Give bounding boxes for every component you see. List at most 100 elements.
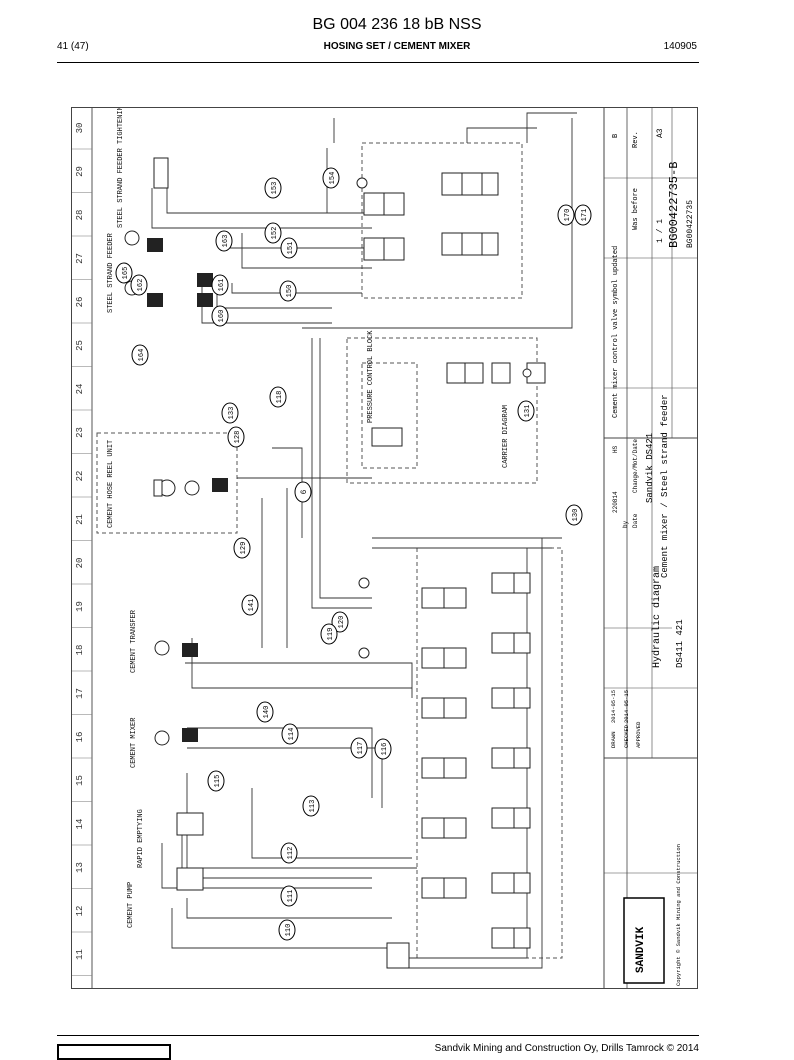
callout-number: 133 [228, 407, 236, 420]
callout-number: 119 [327, 628, 335, 641]
label-cement-transfer: CEMENT TRANSFER [130, 609, 138, 673]
callout-bubble [517, 400, 535, 422]
page-number: 41 (47) [57, 41, 89, 52]
grid-number: 13 [75, 862, 85, 873]
callout-number: 128 [234, 431, 242, 444]
callout-bubble [280, 237, 298, 259]
document-date: 140905 [663, 41, 697, 52]
grid-number: 17 [75, 688, 85, 699]
drawing-type: Hydraulic diagram [651, 566, 663, 668]
callout-number: 114 [288, 728, 296, 741]
checked-label: CHECKED [623, 724, 630, 748]
callout-bubble [557, 204, 575, 226]
callout-bubble [207, 770, 225, 792]
callout-bubble [264, 222, 282, 244]
drawn-date: 2014-05-15 [610, 690, 617, 723]
callout-number: 160 [218, 310, 226, 323]
doc-title: BG 004 236 18 bB NSS [312, 16, 482, 33]
footer-company: Sandvik Mining and Construction Oy, Dril… [434, 1043, 699, 1054]
drawing-description: Cement mixer / Steel strand feeder [660, 394, 670, 578]
callout-number: 163 [222, 235, 230, 248]
sheet-text: 1 / 1 [656, 219, 665, 243]
callout-number: 162 [137, 279, 145, 292]
callout-number: 116 [381, 743, 389, 756]
label-rapid-emptying: RAPID EMPTYING [137, 809, 145, 868]
grid-number: 16 [75, 732, 85, 743]
doc-number: BG00422735-B [667, 162, 681, 248]
grid-number: 19 [75, 601, 85, 612]
callout-bubble [221, 402, 239, 424]
callout-bubble [211, 274, 229, 296]
callout-bubble [130, 274, 148, 296]
callout-bubble [269, 386, 287, 408]
grid-number: 25 [75, 340, 85, 351]
was-before-text: Was before [632, 188, 640, 230]
callout-bubble [374, 738, 392, 760]
grid-number: 23 [75, 427, 85, 438]
callout-bubble [227, 426, 245, 448]
grid-number: 20 [75, 558, 85, 569]
callout-bubble [280, 885, 298, 907]
callout-bubble [131, 344, 149, 366]
callout-number: 154 [329, 172, 337, 185]
grid-number: 14 [75, 819, 85, 830]
drawn-label: DRAWN [610, 731, 617, 748]
callout-bubble [280, 842, 298, 864]
label-carrier-diagram: CARRIER DIAGRAM [502, 405, 510, 468]
rev-letter: B [612, 134, 620, 138]
section-title: HOSING SET / CEMENT MIXER [323, 41, 471, 52]
checked-date: 2014-05-15 [623, 690, 630, 723]
rev-number: BG00422735 [686, 200, 695, 248]
callout-bubble [350, 737, 368, 759]
grid-number: 29 [75, 166, 85, 177]
callout-number: 115 [214, 775, 222, 788]
callout-bubble [565, 504, 583, 526]
sandvik-footer-logo [57, 1044, 171, 1060]
grid-number: 27 [75, 253, 85, 264]
callout-bubble [331, 611, 349, 633]
callout-number: 153 [271, 182, 279, 195]
callout-bubble [211, 305, 229, 327]
callout-number: 152 [271, 227, 279, 240]
callout-bubble [233, 537, 251, 559]
sandvik-ref: Sandvik DS421 [645, 433, 655, 503]
label-cement-pump: CEMENT PUMP [127, 882, 135, 928]
callout-bubble [574, 204, 592, 226]
footer-rule [57, 1035, 699, 1036]
size-text: A3 [656, 128, 665, 138]
revision-text: Cement mixer control valve symbol update… [612, 246, 620, 418]
callout-number: 165 [122, 267, 130, 280]
callout-number: 111 [287, 890, 295, 903]
header-rule [57, 62, 699, 63]
grid-number: 18 [75, 645, 85, 656]
grid-number: 22 [75, 471, 85, 482]
copyright-text: Copyright © Sandvik Mining and Construct… [675, 844, 682, 986]
by-label: by [622, 520, 629, 528]
callout-number: 150 [286, 285, 294, 298]
callout-number: 151 [287, 242, 295, 255]
callout-number: 120 [338, 616, 346, 629]
callout-number: 129 [240, 542, 248, 555]
callout-bubble [279, 280, 297, 302]
model-text: DS411 421 [675, 619, 685, 668]
grid-number: 28 [75, 210, 85, 221]
grid-number: 30 [75, 123, 85, 134]
label-strand-feeder: STEEL STRAND FEEDER [107, 232, 115, 313]
sandvik-logo [623, 897, 665, 984]
callout-number: 161 [218, 279, 226, 292]
label-pressure-block: PRESSURE CONTROL BLOCK [367, 330, 375, 423]
grid-number: 12 [75, 906, 85, 917]
callout-number: 110 [285, 924, 293, 937]
callout-number: 140 [263, 706, 271, 719]
callout-number: 164 [138, 349, 146, 362]
callout-number: 117 [357, 742, 365, 755]
callout-bubble [115, 262, 133, 284]
callout-number: 112 [287, 847, 295, 860]
callout-bubble [264, 177, 282, 199]
label-strand-tightening: STEEL STRAND FEEDER TIGHTENING [117, 108, 125, 228]
callout-bubble [322, 167, 340, 189]
callout-bubble [302, 795, 320, 817]
callout-bubble [241, 594, 259, 616]
callout-number: 6 [300, 489, 309, 494]
